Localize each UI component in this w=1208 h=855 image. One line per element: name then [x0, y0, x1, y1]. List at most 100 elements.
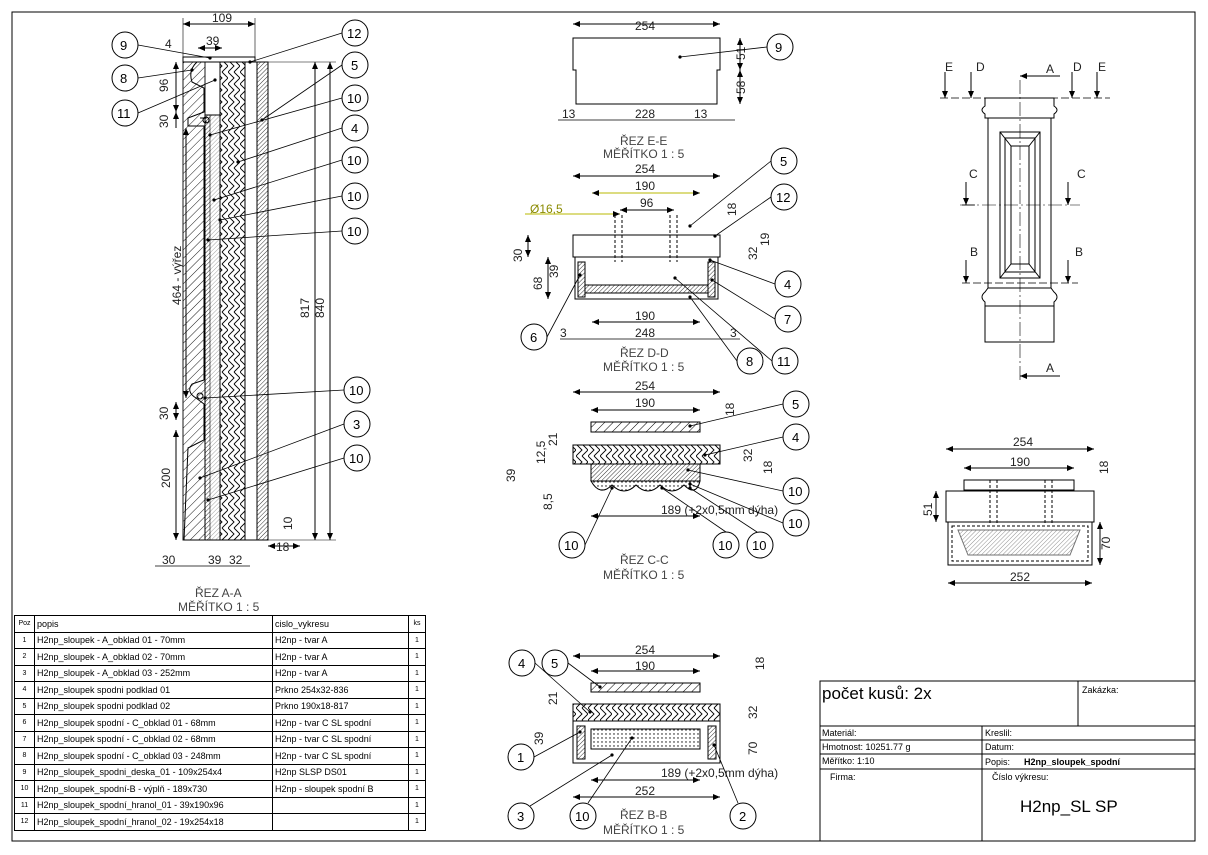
balloon-3-bb: 3 [507, 802, 535, 830]
dim-bb-21: 21 [546, 691, 560, 705]
balloon-4-dd: 4 [774, 270, 802, 298]
balloon-9-ee: 9 [766, 33, 794, 61]
bom-header-poz: Poz [14, 615, 35, 633]
svg-text:10: 10 [349, 383, 363, 398]
title-datum: Datum: [985, 742, 1015, 752]
section-ee-scale: MĚŘÍTKO 1 : 5 [603, 146, 685, 161]
dim-cc-39: 39 [504, 468, 518, 482]
bom-cislo: H2np - tvar A [272, 664, 409, 682]
section-cc: 254 190 18 21 12,5 32 18 39 8,5 189 (+2x… [504, 379, 810, 582]
svg-text:4: 4 [792, 430, 799, 445]
dim-iso-18: 18 [1097, 460, 1111, 474]
bom-poz: 2 [14, 648, 35, 666]
svg-text:3: 3 [353, 417, 360, 432]
svg-text:10: 10 [788, 484, 802, 499]
svg-text:2: 2 [739, 809, 746, 824]
svg-text:4: 4 [784, 277, 791, 292]
dim-bb-70: 70 [746, 741, 760, 755]
section-dd-title: ŘEZ D-D [620, 345, 669, 360]
sheet-border [11, 11, 1196, 842]
dim-dd-30: 30 [511, 248, 525, 262]
bom-cislo [272, 813, 409, 831]
balloon-1-bb: 1 [507, 743, 535, 771]
dim-dd-18: 18 [725, 202, 739, 216]
dim-bb-190: 190 [635, 659, 655, 673]
cut-b-right: B [1075, 245, 1083, 259]
bom-ks: 1 [408, 697, 426, 715]
dim-dd-19: 19 [758, 232, 772, 246]
dim-dd-96: 96 [640, 196, 654, 210]
balloon-10-aa-5: 10 [343, 376, 371, 404]
bom-popis: H2np_sloupek_spodní_hranol_01 - 39x190x9… [34, 796, 273, 814]
svg-text:5: 5 [351, 58, 358, 73]
dim-aa-464: 464 - výřez [170, 246, 184, 305]
bom-popis: H2np_sloupek spodni podklad 01 [34, 681, 273, 699]
bom-cislo: Prkno 254x32-836 [272, 681, 409, 699]
dim-dd-32: 32 [746, 246, 760, 260]
bom-popis: H2np_sloupek - A_obklad 03 - 252mm [34, 664, 273, 682]
balloon-10-aa-1: 10 [341, 84, 369, 112]
dim-dd-3b: 3 [730, 326, 737, 340]
section-bb: 254 190 18 21 32 39 70 189 (+2x0,5mm dýh… [507, 643, 778, 837]
svg-text:1: 1 [517, 750, 524, 765]
section-dd: 254 190 Ø16,5 96 18 30 39 68 32 19 190 3… [511, 147, 802, 375]
bom-ks: 1 [408, 714, 426, 732]
svg-text:5: 5 [780, 154, 787, 169]
balloon-5-aa: 5 [341, 51, 369, 79]
dim-ee-58: 58 [734, 80, 748, 94]
bom-cislo: H2np - tvar A [272, 631, 409, 649]
section-bb-title: ŘEZ B-B [620, 807, 667, 822]
bom-poz: 10 [14, 780, 35, 798]
bom-ks: 1 [408, 780, 426, 798]
cut-c-left: C [969, 167, 978, 181]
svg-text:8: 8 [746, 354, 753, 369]
dim-bb-32: 32 [746, 705, 760, 719]
cut-c-right: C [1077, 167, 1086, 181]
dim-aa-10: 10 [281, 516, 295, 530]
dim-cc-190: 190 [635, 396, 655, 410]
cut-b-left: B [970, 245, 978, 259]
balloon-2-bb: 2 [729, 802, 757, 830]
svg-text:7: 7 [784, 312, 791, 327]
dim-dd-3a: 3 [560, 326, 567, 340]
bom-cislo [272, 796, 409, 814]
bom-cislo: H2np - tvar C SL spodní [272, 730, 409, 748]
svg-text:10: 10 [347, 224, 361, 239]
dim-cc-18b: 18 [761, 460, 775, 474]
cut-e-right: E [1098, 60, 1106, 74]
balloon-11-dd: 11 [771, 347, 799, 375]
dim-dd-phi: Ø16,5 [530, 202, 563, 216]
svg-text:3: 3 [517, 809, 524, 824]
svg-text:6: 6 [530, 330, 537, 345]
balloon-12-aa: 12 [341, 19, 369, 47]
dim-cc-18a: 18 [723, 402, 737, 416]
dim-dd-254: 254 [635, 162, 655, 176]
balloon-4-aa: 4 [341, 114, 369, 142]
cut-a-bottom: A [1046, 361, 1054, 375]
title-popis-value: H2np_sloupek_spodní [1024, 757, 1121, 767]
cut-a-top: A [1046, 62, 1054, 76]
bom-poz: 5 [14, 697, 35, 715]
dim-iso-70: 70 [1099, 536, 1113, 550]
section-dd-scale: MĚŘÍTKO 1 : 5 [603, 359, 685, 374]
dim-aa-817: 817 [298, 298, 312, 318]
balloon-10-cc-1: 10 [782, 477, 810, 505]
section-aa: 109 39 4 96 30 464 - výřez 817 840 30 20… [111, 11, 371, 614]
bom-ks: 1 [408, 631, 426, 649]
balloon-5-dd: 5 [770, 147, 798, 175]
balloon-10-cc-2: 10 [782, 509, 810, 537]
section-aa-title: ŘEZ A-A [195, 585, 242, 600]
front-view: E D D E A A C C B B [940, 60, 1110, 380]
bom-poz: 12 [14, 813, 35, 831]
balloon-10-cc-5: 10 [746, 531, 774, 559]
title-hmotnost: Hmotnost: 10251.77 g [822, 742, 911, 752]
balloon-7-dd: 7 [774, 305, 802, 333]
bom-ks: 1 [408, 796, 426, 814]
